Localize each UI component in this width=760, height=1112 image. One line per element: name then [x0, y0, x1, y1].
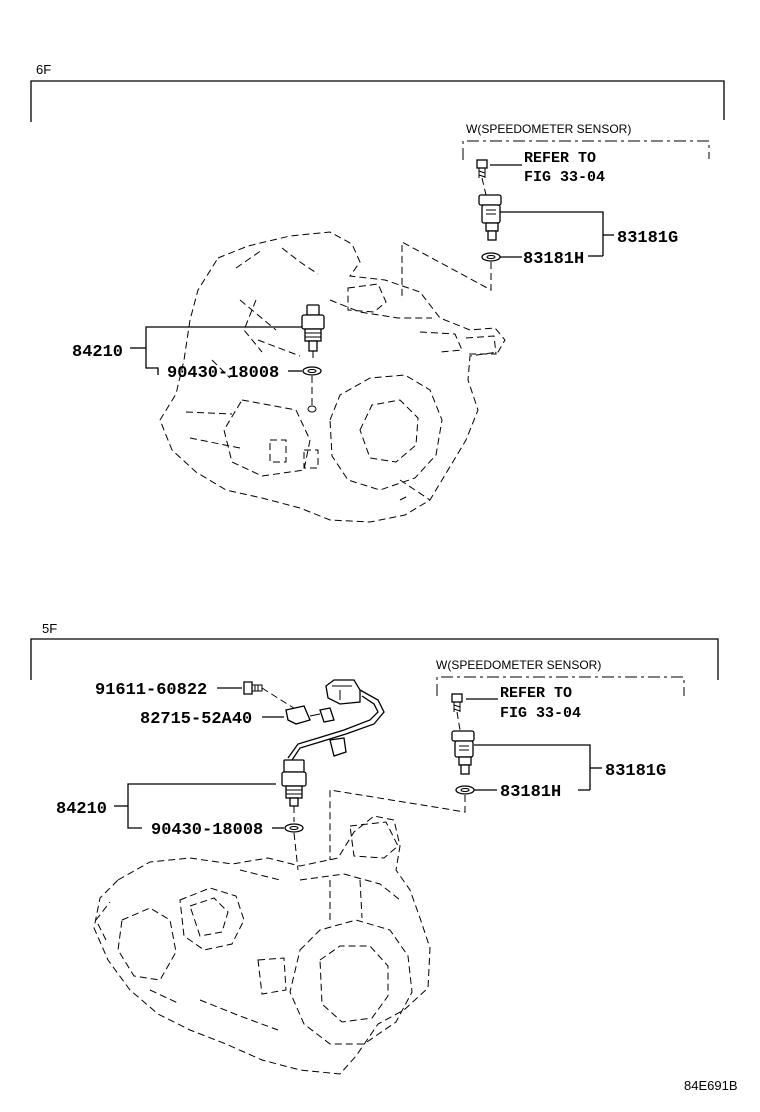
variant-label-6f: W(SPEEDOMETER SENSOR) [466, 122, 631, 136]
refer-to-5f: REFER TO [500, 685, 572, 702]
diagram-code: 84E691B [684, 1078, 738, 1093]
part-number-83181g-6f: 83181G [617, 229, 678, 248]
transmission-6f-icon [159, 231, 506, 523]
gasket-icon [302, 366, 322, 376]
variant-label-5f: W(SPEEDOMETER SENSOR) [436, 658, 601, 672]
oring-icon [481, 252, 522, 262]
section-frame-5f [30, 638, 719, 680]
part-number-83181g-5f: 83181G [605, 762, 666, 781]
bolt-icon [476, 159, 522, 178]
section-frame-6f [30, 80, 725, 122]
refer-to-6f: REFER TO [524, 150, 596, 167]
section-label-6f: 6F [36, 62, 51, 77]
bolt-icon [451, 693, 498, 712]
bolt-icon [243, 681, 263, 695]
part-number-83181h-5f: 83181H [500, 783, 561, 802]
transmission-5f-icon [93, 815, 431, 1075]
part-number-83181h-6f: 83181H [523, 250, 584, 269]
oring-icon [455, 785, 497, 795]
refer-fig-5f: FIG 33-04 [500, 705, 581, 722]
section-6f: 6F W(SPEEDOMETER SENSOR) REFER TO FIG 33… [30, 62, 725, 523]
part-number-82715: 82715-52A40 [140, 710, 252, 729]
switch-icon [301, 304, 325, 352]
variant-frame-5f [436, 676, 685, 696]
speed-sensor-icon [478, 194, 604, 256]
section-label-5f: 5F [42, 621, 57, 636]
speed-sensor-icon [451, 730, 591, 790]
part-number-90430-6f: 90430-18008 [167, 364, 279, 383]
clamp-icon [285, 705, 335, 725]
variant-frame-6f [462, 140, 710, 160]
wire-harness-icon [287, 679, 385, 761]
refer-fig-6f: FIG 33-04 [524, 169, 605, 186]
part-number-84210-5f: 84210 [56, 800, 107, 819]
section-5f: 5F W(SPEEDOMETER SENSOR) REFER TO FIG 33… [30, 621, 719, 1075]
part-number-90430-5f: 90430-18008 [151, 821, 263, 840]
part-number-91611: 91611-60822 [95, 681, 207, 700]
gasket-icon [284, 823, 304, 833]
part-number-84210-6f: 84210 [72, 343, 123, 362]
switch-icon [281, 759, 307, 807]
